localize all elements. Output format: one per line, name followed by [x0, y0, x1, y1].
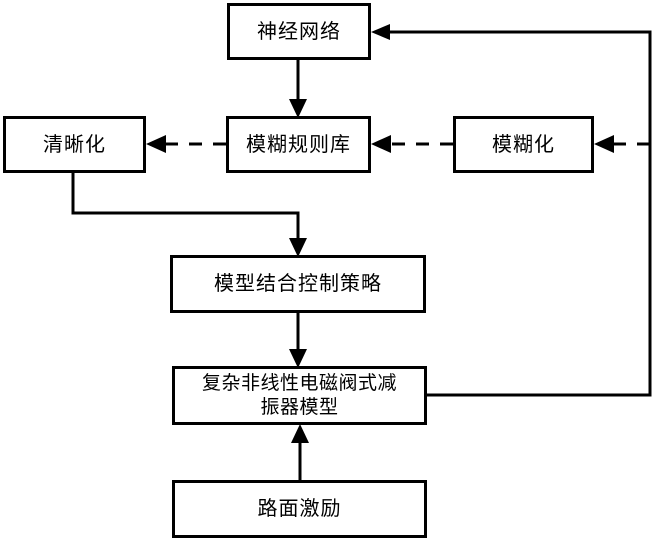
edge-feedback-to-fuzzification	[594, 135, 650, 153]
edge-fuzzification-to-rulebase	[371, 135, 453, 153]
node-fuzzification[interactable]: 模糊化	[453, 116, 594, 173]
node-model-control-strategy[interactable]: 模型结合控制策略	[170, 255, 426, 313]
node-defuzzification[interactable]: 清晰化	[3, 116, 146, 173]
node-road-excitation[interactable]: 路面激励	[172, 480, 427, 538]
edge-rulebase-to-defuzzification	[146, 135, 226, 153]
node-damper-model[interactable]: 复杂非线性电磁阀式减 振器模型	[172, 366, 427, 425]
edge-defuzzification-to-strategy	[71, 173, 307, 257]
edge-road-to-damper	[291, 424, 309, 480]
node-fuzzy-rule-base[interactable]: 模糊规则库	[226, 116, 371, 173]
edge-strategy-to-damper	[289, 313, 307, 368]
edge-feedback-to-neural-network	[371, 24, 652, 397]
edge-neural-to-rulebase	[289, 60, 307, 118]
node-neural-network[interactable]: 神经网络	[227, 3, 371, 60]
